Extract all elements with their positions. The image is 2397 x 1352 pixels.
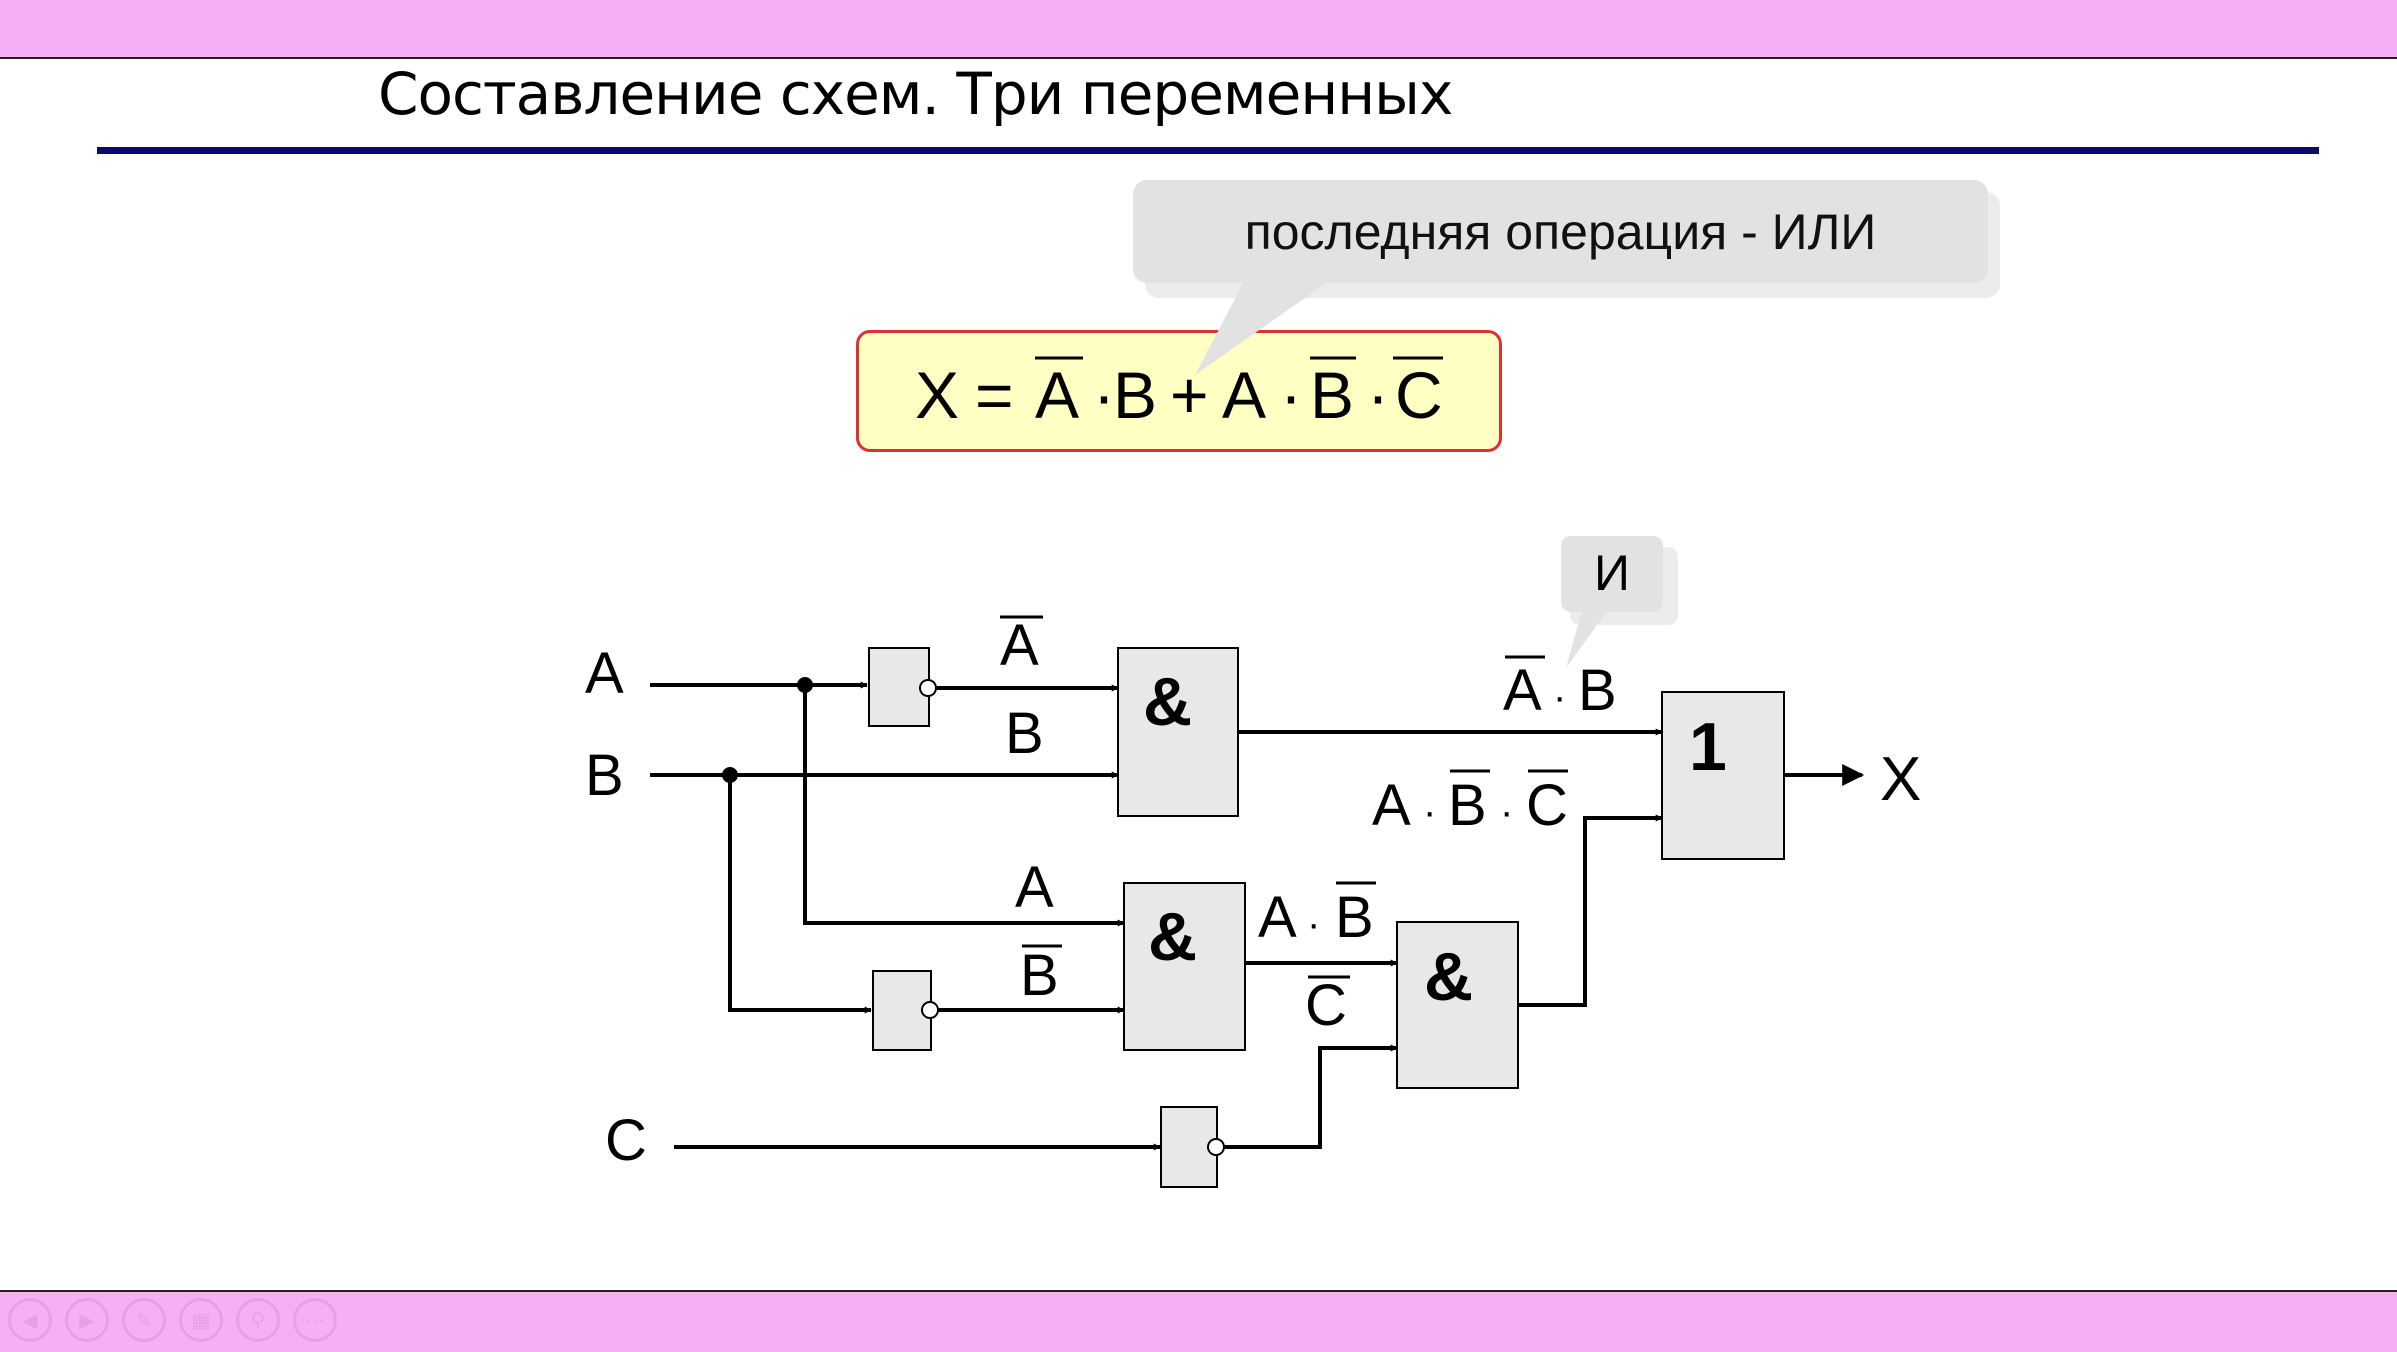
label-abc-c: C [1526,773,1568,838]
callout-last-operation [1133,180,2000,375]
label-overbars [1000,615,1568,979]
and-gate-3-symbol: & [1424,939,1473,1015]
and-gate-1-symbol: & [1143,664,1192,740]
and-gate-2 [1123,882,1246,1051]
input-a-label: A [585,641,624,706]
formula-term2-dot2: · [1367,358,1389,432]
wire-not-c-to-and3 [1223,1044,1398,1149]
label-abc-b: B [1448,773,1487,838]
label-notab-dot: · [1553,675,1566,719]
input-b-label: B [585,743,624,808]
label-notab-b: B [1578,658,1617,723]
callout-and [1561,536,1678,668]
not-gate-c [1160,1106,1225,1188]
label-ab-b: B [1335,885,1374,950]
zoom-icon[interactable]: ⚲ [236,1298,280,1342]
slides-icon[interactable]: ▦ [179,1298,223,1342]
label-abc-dot1: · [1423,790,1436,834]
formula-x: X [915,358,959,432]
prev-icon[interactable]: ◀ [8,1298,52,1342]
junction-a [797,677,813,693]
not-gate-b [872,970,939,1051]
label-abc-dot2: · [1500,790,1513,834]
label-not-c: C [1305,973,1347,1038]
formula-term2-a: A [1222,358,1266,432]
label-ab-a: A [1258,885,1297,950]
and-gate-3 [1396,921,1519,1089]
wire-a-to-and2 [803,685,1125,927]
or-gate [1661,691,1785,860]
bottom-band [0,1290,2397,1352]
formula-term2-c: C [1395,358,1443,432]
top-band [0,0,2397,59]
formula-term1-b: B [1113,358,1157,432]
or-gate-symbol: 1 [1689,709,1727,785]
output-x-label: X [1880,745,1921,814]
label-a-mid: A [1015,855,1054,920]
formula-equals: = [975,358,1014,432]
callout-and-text: И [1594,545,1630,601]
title-underline [97,147,2319,154]
junction-b [722,767,738,783]
label-ab-dot: · [1307,902,1320,946]
slide-title: Составление схем. Три переменных [378,60,1453,128]
not-gate-a [868,647,937,727]
label-abc-a: A [1372,773,1411,838]
wire-and3-to-or [1518,814,1663,1007]
input-c-label: C [605,1108,647,1173]
more-icon[interactable]: ⋯ [293,1298,337,1342]
formula-term2-dot1: · [1280,358,1302,432]
formula: X = A · B + A · B · C [915,358,1443,432]
pen-icon[interactable]: ✎ [122,1298,166,1342]
next-icon[interactable]: ▶ [65,1298,109,1342]
label-b-top: B [1005,701,1044,766]
formula-term2-b: B [1310,358,1354,432]
and-gate-1 [1117,647,1239,817]
label-not-b: B [1020,943,1059,1008]
callout-last-operation-text: последняя операция - ИЛИ [1244,203,1877,260]
formula-term1-dot: · [1093,358,1115,432]
and-gate-2-symbol: & [1148,899,1197,975]
label-notab-a: A [1503,658,1542,723]
formula-term1-a: A [1035,358,1079,432]
formula-plus: + [1170,358,1209,432]
wire-b-to-not-b [728,775,872,1014]
label-not-a: A [1000,613,1039,678]
wires [650,681,1865,1151]
